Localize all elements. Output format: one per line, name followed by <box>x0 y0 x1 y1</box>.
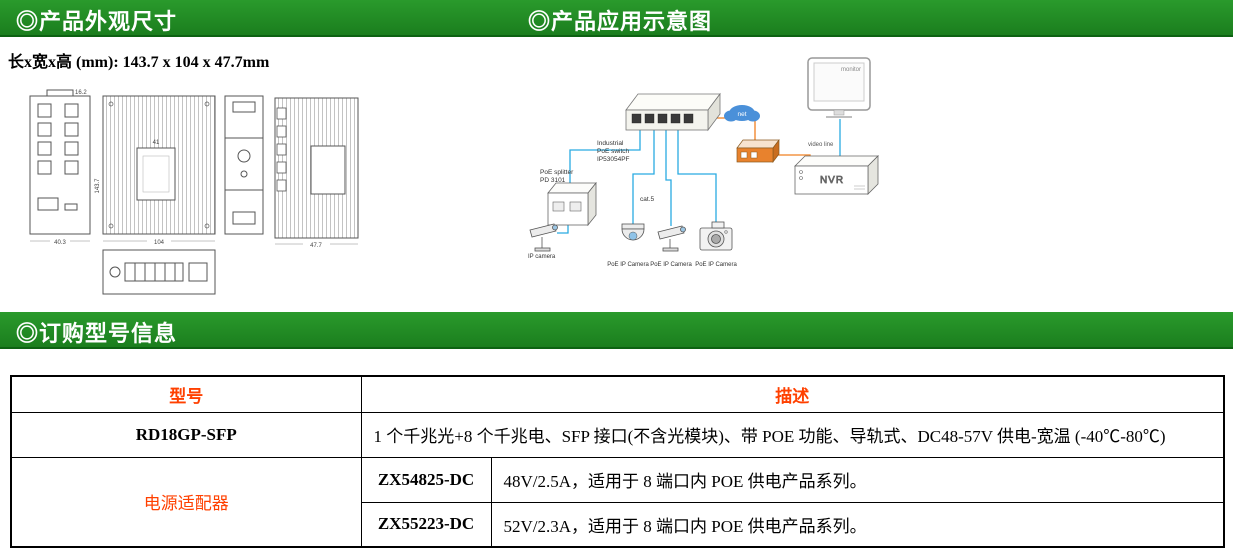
model-cell-rd18gp-sfp: RD18GP-SFP <box>10 411 362 458</box>
poe-camera-label-3: PoE IP Camera <box>695 262 737 268</box>
ordering-table: 型号 描述 RD18GP-SFP 1 个千兆光+8 个千兆电、SFP 接口(不含… <box>10 375 1225 548</box>
drawing-side-view <box>224 95 264 235</box>
ip-camera-device <box>529 223 558 252</box>
cat5-lines <box>557 119 841 234</box>
table-row-adapter-2: ZX55223-DC 52V/2.3A，适用于 8 端口内 POE 供电产品系列… <box>11 501 1225 548</box>
dim-label-104: 104 <box>154 240 165 246</box>
bullet-camera-device <box>657 225 686 252</box>
application-svg: Industrial PoE switch IP53054PF net <box>528 57 879 268</box>
description-cell-zx55223: 52V/2.3A，适用于 8 端口内 POE 供电产品系列。 <box>490 501 1225 548</box>
table-row-adapter-1: 电源适配器 ZX54825-DC 48V/2.5A，适用于 8 端口内 POE … <box>10 456 1225 548</box>
section-title-ordering: ◎订购型号信息 <box>16 321 178 346</box>
drawings-svg: 16.2 40.3 41 143.7 104 <box>29 89 359 295</box>
column-header-description: 描述 <box>360 375 1225 413</box>
dimensions-text: 长x宽x高 (mm): 143.7 x 104 x 47.7mm <box>8 54 270 71</box>
nvr-device: NVR <box>794 155 879 195</box>
ip-camera-label: IP camera <box>528 254 556 260</box>
poe-camera-label-2: PoE IP Camera <box>650 262 692 268</box>
net-label: net <box>737 111 746 118</box>
splitter-label-line2: PD 3101 <box>540 177 566 184</box>
drawing-perspective-view <box>274 97 359 239</box>
description-cell-zx54825: 48V/2.5A，适用于 8 端口内 POE 供电产品系列。 <box>490 456 1225 503</box>
column-header-model: 型号 <box>10 375 362 413</box>
table-header-row: 型号 描述 <box>10 375 1225 413</box>
internet-cloud-icon: net <box>724 105 760 122</box>
drawing-bottom-view <box>102 249 216 295</box>
section-title-application: ◎产品应用示意图 <box>528 9 713 34</box>
model-group-power-adapter: 电源适配器 <box>10 456 362 548</box>
nvr-label: NVR <box>820 175 844 186</box>
monitor-label: monitor <box>841 67 861 73</box>
application-diagram: Industrial PoE switch IP53054PF net <box>520 52 910 307</box>
poe-splitter-device <box>547 181 597 227</box>
switch-label-line2: PoE switch <box>597 148 630 155</box>
monitor-device: monitor <box>807 57 871 118</box>
top-header-bar: ◎产品外观尺寸 ◎产品应用示意图 <box>0 0 1233 37</box>
media-converter-device <box>736 138 780 164</box>
dim-label-41: 41 <box>153 140 160 146</box>
ordering-header-bar: ◎订购型号信息 <box>0 312 1233 349</box>
box-camera-device <box>699 221 733 251</box>
technical-drawings: 16.2 40.3 41 143.7 104 <box>25 86 370 304</box>
drawing-main-view <box>102 95 216 235</box>
dim-label-47-7: 47.7 <box>310 243 322 249</box>
dim-label-40-3: 40.3 <box>54 240 66 246</box>
description-cell-switch: 1 个千兆光+8 个千兆电、SFP 接口(不含光模块)、带 POE 功能、导轨式… <box>360 411 1225 458</box>
submodel-cell-zx54825: ZX54825-DC <box>360 456 492 503</box>
switch-label-line3: IP53054PF <box>597 156 630 163</box>
dim-label-16-2: 16.2 <box>75 90 87 96</box>
drawing-front-view <box>29 89 91 235</box>
table-row-switch: RD18GP-SFP 1 个千兆光+8 个千兆电、SFP 接口(不含光模块)、带… <box>10 411 1225 458</box>
dome-camera-device <box>621 223 645 241</box>
poe-switch-device <box>625 92 721 132</box>
video-line-label: video line <box>808 142 834 148</box>
poe-camera-label-1: PoE IP Camera <box>607 262 649 268</box>
switch-label-line1: Industrial <box>597 140 624 147</box>
cat5-label: cat.5 <box>640 196 654 203</box>
submodel-cell-zx55223: ZX55223-DC <box>360 501 492 548</box>
section-title-appearance: ◎产品外观尺寸 <box>16 9 178 34</box>
dim-label-143-7: 143.7 <box>95 178 101 194</box>
splitter-label-line1: PoE splitter <box>540 169 574 176</box>
